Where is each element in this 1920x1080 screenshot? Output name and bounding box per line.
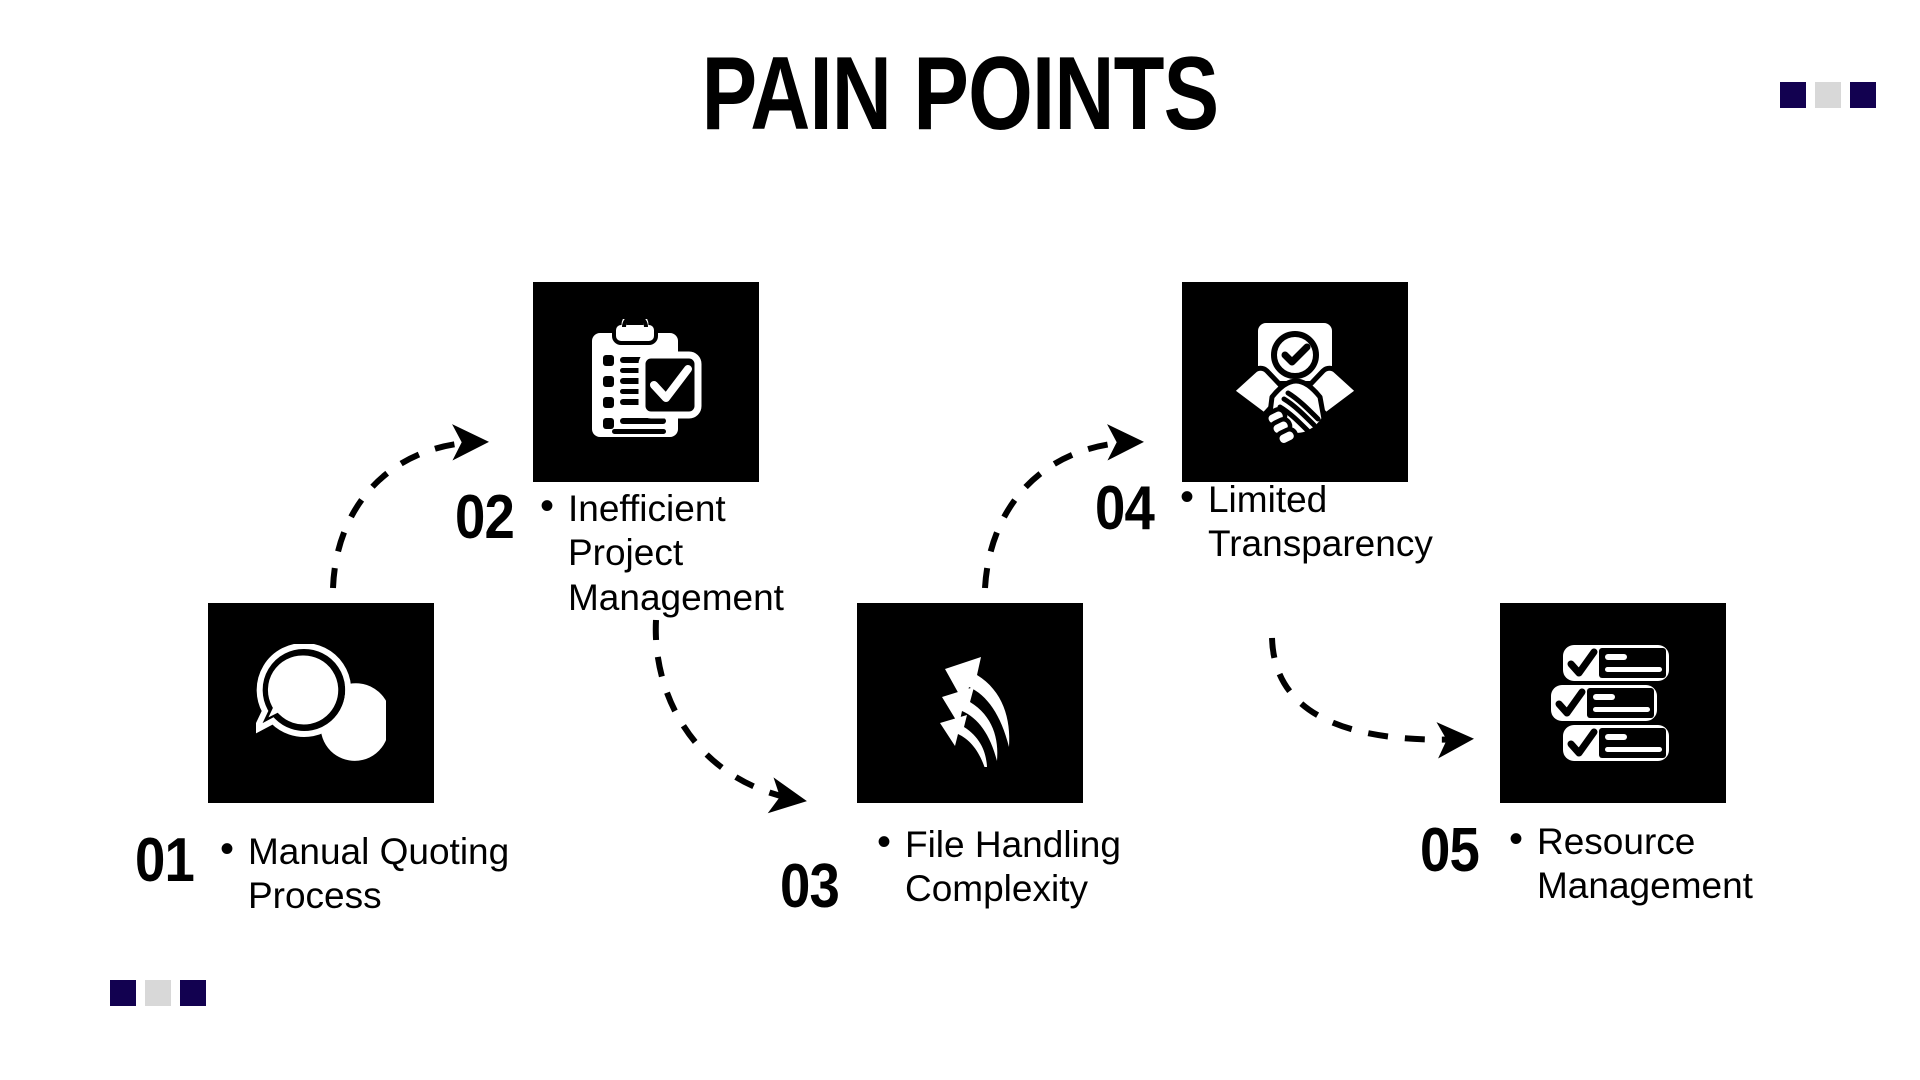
step-caption-02: 02 • Inefficient Project Management <box>455 483 785 620</box>
deco-square-gray <box>145 980 171 1006</box>
decoration-squares-top-right <box>1780 82 1876 108</box>
deco-square-navy <box>1780 82 1806 108</box>
step-label-04: Limited Transparency <box>1207 479 1433 565</box>
step-label-01: Manual Quoting Process <box>247 831 510 917</box>
page-title: PAIN POINTS <box>701 36 1219 152</box>
step-icon-tile-03[interactable] <box>857 603 1083 803</box>
step-label-05: Resource Management <box>1536 821 1753 907</box>
step-number-02: 02 <box>455 483 515 552</box>
step-label-03: File Handling Complexity <box>904 824 1121 910</box>
arrow-04-to-05 <box>1269 637 1474 759</box>
step-icon-tile-01[interactable] <box>208 603 434 803</box>
step-icon-tile-05[interactable] <box>1500 603 1726 803</box>
bullet-icon: • <box>539 484 554 528</box>
step-number-05: 05 <box>1420 816 1480 885</box>
decoration-squares-bottom-left <box>110 980 206 1006</box>
curved-arrows-icon <box>940 657 1010 767</box>
chat-bubbles-icon <box>256 644 386 761</box>
bullet-icon: • <box>1508 817 1523 861</box>
step-caption-05: 05 • Resource Management <box>1420 816 1820 909</box>
deco-square-navy <box>1850 82 1876 108</box>
bullet-icon: • <box>219 827 234 871</box>
clipboard-checklist-icon <box>592 319 702 437</box>
step-number-04: 04 <box>1095 474 1155 543</box>
deco-square-gray <box>1815 82 1841 108</box>
task-checklist-icon <box>1551 645 1669 761</box>
step-number-01: 01 <box>135 826 195 895</box>
deco-square-navy <box>110 980 136 1006</box>
step-caption-01: 01 • Manual Quoting Process <box>135 826 565 919</box>
bullet-icon: • <box>876 820 891 864</box>
step-caption-03: 03 • File Handling Complexity <box>780 820 1200 917</box>
deco-square-navy <box>180 980 206 1006</box>
step-label-02: Inefficient Project Management <box>567 488 784 618</box>
handshake-approved-icon <box>1229 323 1361 445</box>
step-number-03: 03 <box>780 851 840 921</box>
step-caption-04: 04 • Limited Transparency <box>1095 474 1455 567</box>
arrow-02-to-03 <box>652 619 807 814</box>
bullet-icon: • <box>1179 475 1194 519</box>
step-icon-tile-04[interactable] <box>1182 282 1408 482</box>
step-icon-tile-02[interactable] <box>533 282 759 482</box>
